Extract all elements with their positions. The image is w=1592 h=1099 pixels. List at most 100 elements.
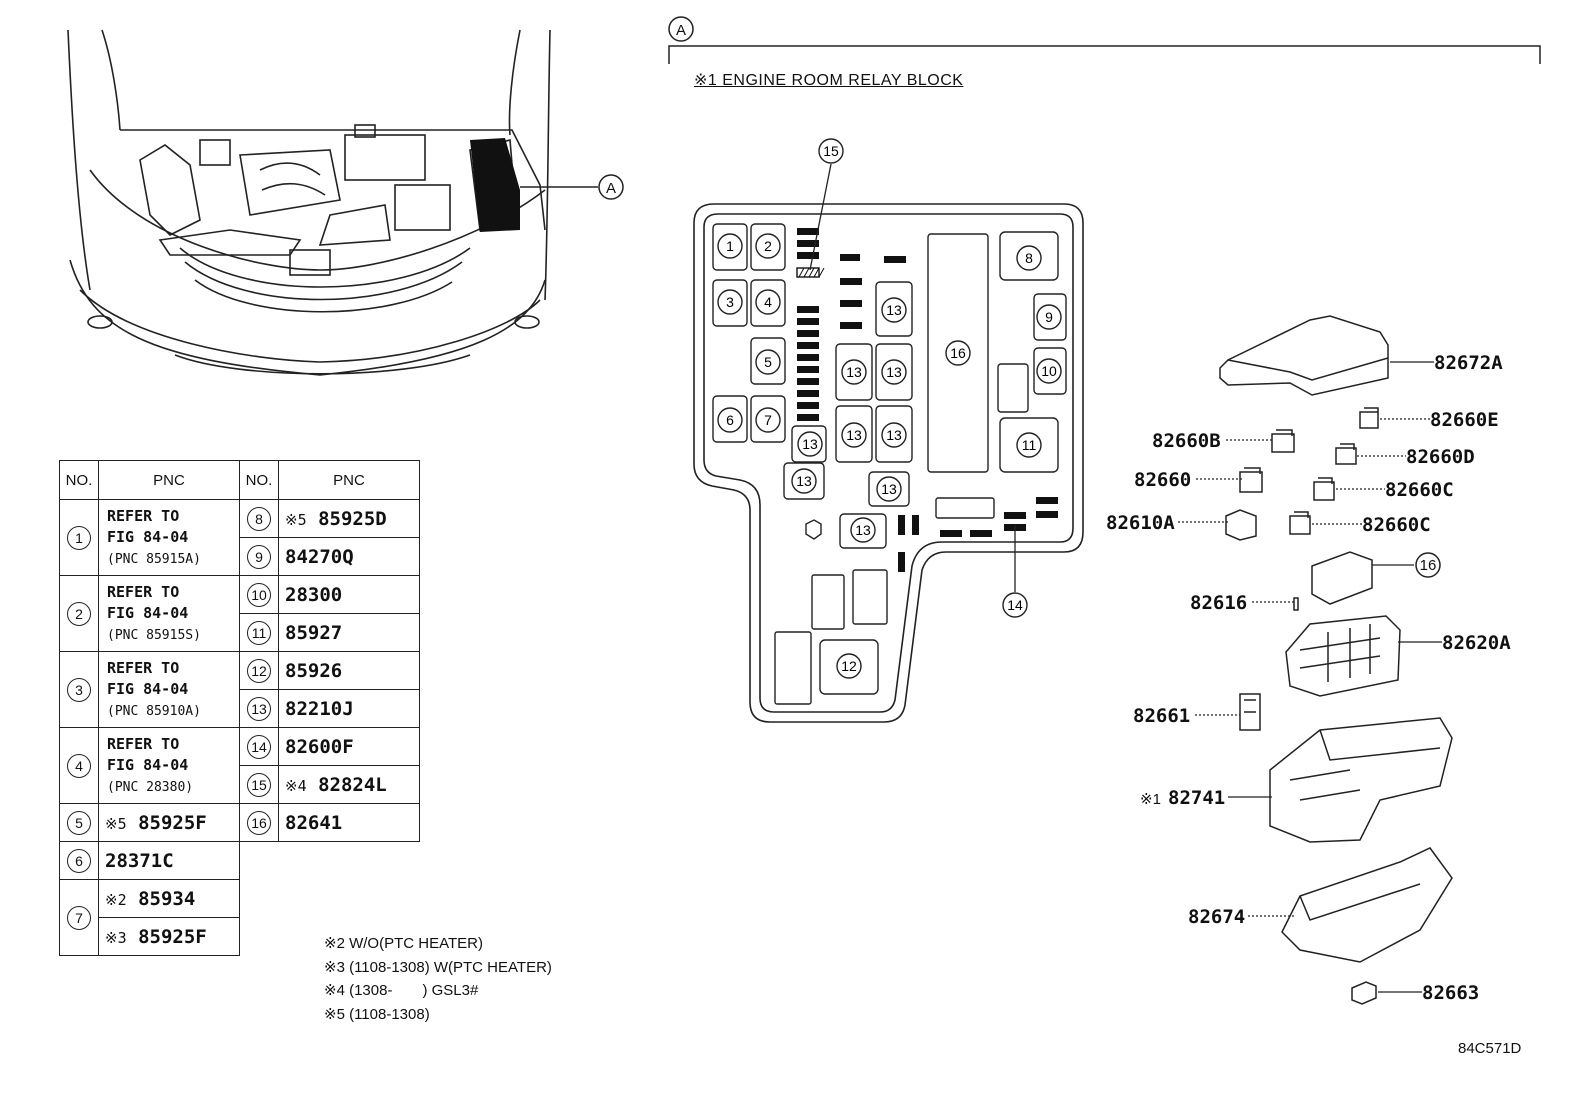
block-callout-circle (841, 422, 867, 448)
table-row-13-no: 13 (239, 689, 279, 728)
fuse-24 (970, 530, 992, 537)
table-row-6-pnc: 28371C (98, 841, 240, 880)
block-callout-number: 11 (1022, 437, 1037, 453)
part-82660E-label: 82660E (1430, 409, 1499, 431)
fuse-25 (898, 515, 905, 535)
table-row-3-no: 3 (59, 651, 99, 728)
block-callout-circle (755, 349, 781, 375)
block-callout-15: 15 (818, 138, 844, 164)
fuse-10 (797, 378, 819, 385)
callout-leader-15 (809, 163, 832, 271)
fuse-27 (898, 552, 905, 572)
fuse-2 (797, 240, 819, 247)
relay-block-components (712, 223, 1067, 705)
fuse-5 (797, 318, 819, 325)
block-callout-13: 13 (791, 468, 817, 494)
block-callout-number: 2 (764, 238, 772, 254)
fuse-21 (1004, 512, 1026, 519)
table-row-12-no: 12 (239, 651, 279, 690)
table-row-15-pnc: ※4 82824L (278, 765, 420, 804)
section-A-bracket (668, 45, 1541, 64)
block-callout-number: 9 (1045, 309, 1053, 325)
relay-block-layout (693, 203, 1084, 723)
part-82620A-label: 82620A (1442, 632, 1511, 654)
block-callout-8: 8 (1016, 245, 1042, 271)
block-callout-number: 13 (886, 364, 902, 380)
block-callout-circle (791, 468, 817, 494)
fuse-15-hatch-line (803, 267, 810, 278)
table-row-14-pnc: 82600F (278, 727, 420, 766)
block-callout-number: 10 (1041, 363, 1057, 379)
part-82741-label: 82741 (1168, 787, 1225, 809)
fuse-18 (840, 322, 862, 329)
relay-block-fuses (796, 228, 1058, 572)
block-callout-circle (876, 476, 902, 502)
block-callout-5: 5 (755, 349, 781, 375)
table-row-10-no: 10 (239, 575, 279, 614)
block-callout-16: 16 (945, 340, 971, 366)
block-callout-6: 6 (717, 407, 743, 433)
figure-code: 84C571D (1458, 1040, 1522, 1057)
fuse-1 (797, 228, 819, 235)
block-callout-circle (881, 359, 907, 385)
part-82660D-label: 82660D (1406, 446, 1475, 468)
fuse-15-hatch-line (818, 267, 825, 278)
footnote-5: ※5 (1108-1308) (324, 1005, 430, 1023)
part-82610A-label: 82610A (1106, 512, 1175, 534)
fuse-15-hatch-line (813, 267, 820, 278)
table-row-6-no: 6 (59, 841, 99, 880)
block-callout-number: 12 (841, 658, 857, 674)
block-callout-4: 4 (755, 289, 781, 315)
table-row-5-no: 5 (59, 803, 99, 842)
fuse-15 (884, 256, 906, 263)
block-callout-11: 11 (1016, 432, 1042, 458)
block-callout-13: 13 (876, 476, 902, 502)
table-row-16-no: 16 (239, 803, 279, 842)
table-row-11-no: 11 (239, 613, 279, 652)
block-callout-number: 3 (726, 294, 734, 310)
block-callout-14: 14 (1002, 592, 1028, 618)
block-callout-circle (1016, 245, 1042, 271)
block-callout-13: 13 (881, 359, 907, 385)
block-callout-1: 1 (717, 233, 743, 259)
table-row-14-no: 14 (239, 727, 279, 766)
parts-labels: 82672A 82660E 82660B 82660D 82660 82660C… (1106, 352, 1511, 1004)
block-callout-2: 2 (755, 233, 781, 259)
fuse-26 (912, 515, 919, 535)
block-callout-circle (836, 653, 862, 679)
block-callout-number: 15 (823, 143, 839, 159)
part-82660C-label-1: 82660C (1385, 479, 1454, 501)
block-callout-circle (1002, 592, 1028, 618)
block-callout-13: 13 (841, 422, 867, 448)
block-callout-number: 13 (881, 481, 897, 497)
block-callout-number: 13 (846, 427, 862, 443)
fuse-7 (797, 342, 819, 349)
block-callout-circle (717, 233, 743, 259)
part-82661-label: 82661 (1133, 705, 1190, 727)
fuse-12 (797, 402, 819, 409)
fuse-19 (1036, 497, 1058, 504)
vehicle-engine-bay-illustration (67, 29, 551, 376)
block-callout-12: 12 (836, 653, 862, 679)
section-A-letter: A (676, 22, 686, 39)
part-16-callout: 16 (1420, 557, 1437, 574)
table-row-5-pnc: ※5 85925F (98, 803, 240, 842)
block-callout-circle (1036, 304, 1062, 330)
fuse-6 (797, 330, 819, 337)
col-pnc-header: PNC (98, 460, 240, 500)
block-callout-number: 6 (726, 412, 734, 428)
block-callout-circle (1036, 358, 1062, 384)
col-pnc-header-2: PNC (278, 460, 420, 500)
table-row-8-no: 8 (239, 499, 279, 538)
footnote-3: ※3 (1108-1308) W(PTC HEATER) (324, 958, 552, 976)
fuse-13 (797, 414, 819, 421)
table-row-11-pnc: 85927 (278, 613, 420, 652)
block-callout-circle (818, 138, 844, 164)
table-row-12-pnc: 85926 (278, 651, 420, 690)
section-A-circle (668, 16, 694, 42)
block-callout-number: 8 (1025, 250, 1033, 266)
block-callout-circle (945, 340, 971, 366)
block-callout-circle (841, 359, 867, 385)
